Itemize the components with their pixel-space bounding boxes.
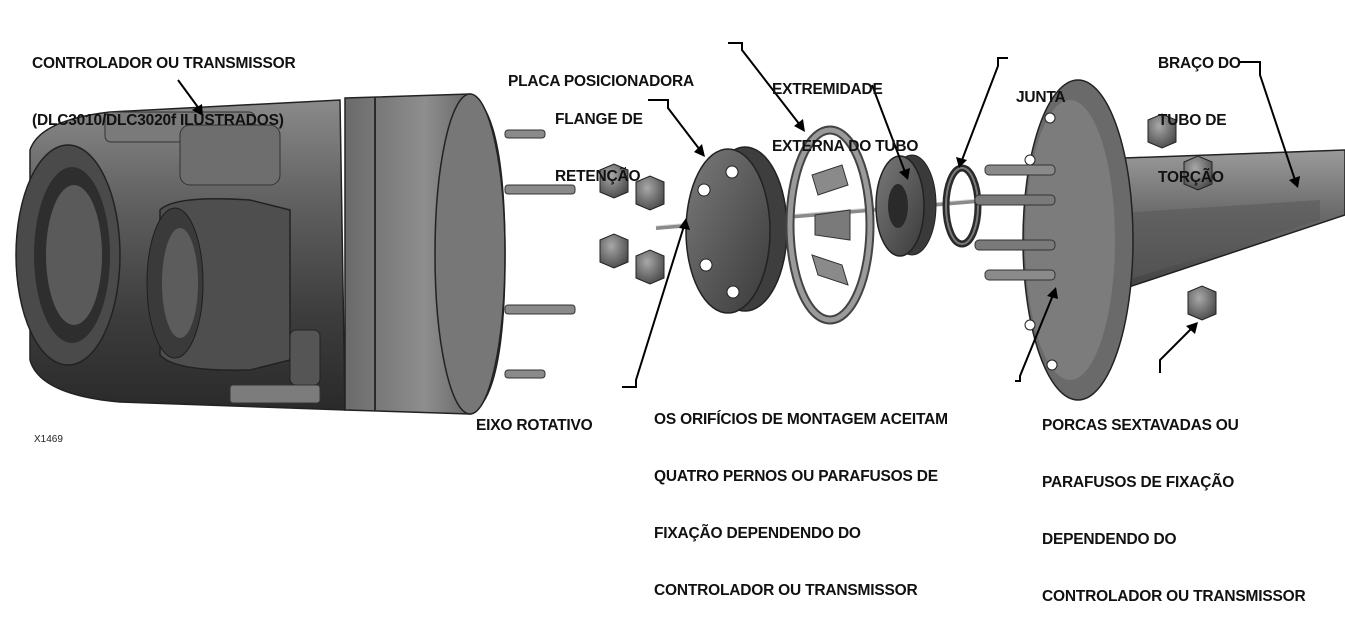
tube-end xyxy=(875,154,937,257)
label-rotary-shaft: EIXO ROTATIVO xyxy=(476,417,593,434)
retaining-flange xyxy=(685,146,788,314)
exploded-view-diagram: CONTROLADOR OU TRANSMISSOR (DLC3010/DLC3… xyxy=(15,42,1345,605)
label-retaining-flange: FLANGE DE RETENÇÃO xyxy=(555,111,643,185)
label-gasket: JUNTA xyxy=(1016,89,1066,106)
label-tube-end: EXTREMIDADE EXTERNA DO TUBO xyxy=(772,81,919,155)
hex-nuts-left xyxy=(599,163,665,285)
diagram-artwork xyxy=(15,42,1345,415)
positioning-plate xyxy=(785,125,875,325)
figure-id: X1469 xyxy=(34,434,63,445)
hex-nuts-right xyxy=(1147,113,1217,321)
torque-tube-arm xyxy=(974,79,1345,401)
label-positioning-plate: PLACA POSICIONADORA xyxy=(508,73,694,90)
leader-lines xyxy=(177,42,1300,388)
label-controller: CONTROLADOR OU TRANSMISSOR (DLC3010/DLC3… xyxy=(32,55,296,129)
label-hex-nuts: PORCAS SEXTAVADAS OU PARAFUSOS DE FIXAÇÃ… xyxy=(1042,417,1306,605)
gasket xyxy=(942,164,982,248)
label-mounting-holes: OS ORIFÍCIOS DE MONTAGEM ACEITAM QUATRO … xyxy=(654,411,948,599)
controller-body xyxy=(15,93,576,415)
label-torque-tube-arm: BRAÇO DO TUBO DE TORÇÃO xyxy=(1158,55,1241,186)
